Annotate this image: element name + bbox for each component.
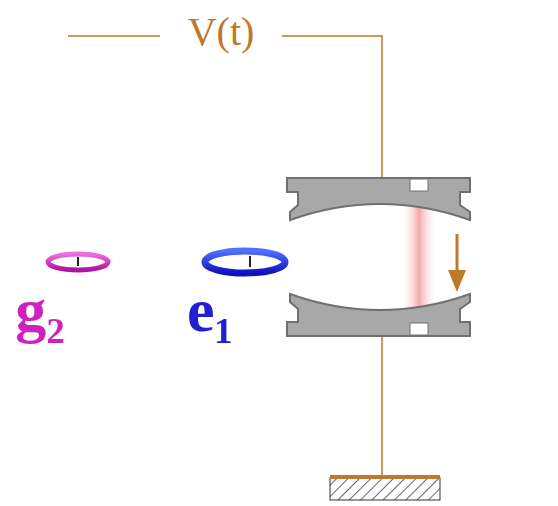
state-label: g₂: [15, 279, 65, 341]
mirror-bottom: [287, 294, 470, 336]
state-label: e₁: [187, 279, 233, 341]
field-arrow: [448, 234, 466, 292]
field-mode: [400, 205, 438, 315]
atom-ring: [205, 251, 285, 273]
atom-ring: [48, 254, 108, 270]
ground-plate: [330, 475, 440, 479]
voltage-label: V(t): [184, 12, 259, 52]
wire: [68, 36, 382, 475]
coupling-hole: [410, 179, 428, 191]
mirror-top: [287, 178, 470, 220]
ground-hatch: [330, 478, 440, 500]
coupling-hole: [410, 323, 428, 335]
